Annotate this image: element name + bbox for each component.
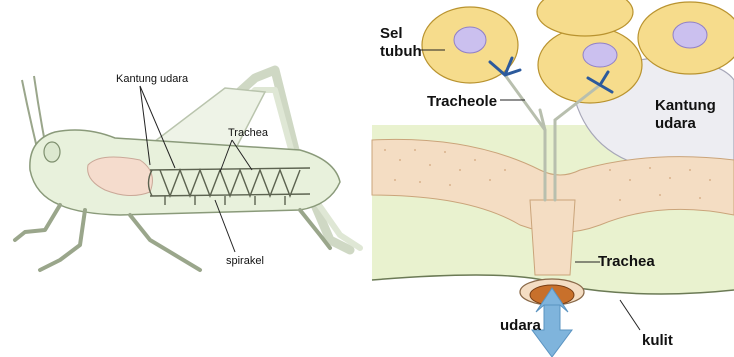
front-leg-1 — [15, 205, 60, 240]
label-air-sac-1: Kantung — [655, 97, 716, 114]
nucleus-1 — [454, 27, 486, 53]
tissue-detail — [372, 0, 734, 357]
label-air-sac-left: Kantung udara — [116, 73, 189, 85]
label-skin: kulit — [642, 332, 673, 349]
label-trachea-right: Trachea — [598, 253, 655, 270]
label-body-cells-1: Sel — [380, 25, 403, 42]
eye — [44, 142, 60, 162]
front-leg-2 — [40, 210, 85, 270]
grasshopper-figure — [15, 70, 360, 270]
vertical-trachea — [530, 200, 575, 275]
nucleus-4 — [673, 22, 707, 48]
label-spiracle: spirakel — [226, 255, 264, 267]
label-air: udara — [500, 317, 542, 334]
nucleus-2 — [583, 43, 617, 67]
label-air-sac-2: udara — [655, 115, 697, 132]
label-tracheole: Tracheole — [427, 93, 497, 110]
label-trachea-left: Trachea — [228, 127, 269, 139]
label-body-cells-2: tubuh — [380, 43, 422, 60]
middle-leg — [130, 215, 200, 270]
